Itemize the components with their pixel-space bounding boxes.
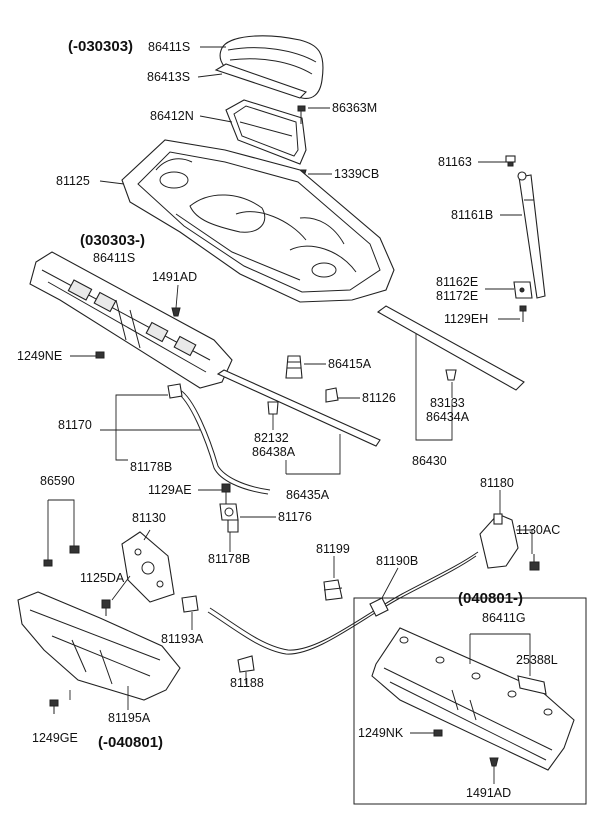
label-1249GE: 1249GE — [32, 731, 78, 745]
release-cable-81190B — [207, 551, 479, 655]
label-81162E: 81162E — [436, 275, 479, 289]
label-25388L: 25388L — [516, 653, 558, 667]
label-date-030303-pre: (-030303) — [68, 38, 134, 55]
bracket-81162E — [513, 281, 533, 299]
label-81199: 81199 — [316, 542, 350, 556]
label-81195A: 81195A — [108, 711, 151, 725]
bolt-1249GE — [49, 699, 59, 714]
bolt-1129EH — [519, 305, 527, 322]
latch-shroud-81195A — [17, 591, 181, 701]
clip-81188 — [237, 655, 255, 673]
label-86411S: 86411S — [148, 40, 191, 54]
label-date-040801-pre: (-040801) — [98, 734, 164, 751]
label-1491AD-b: 1491AD — [466, 786, 512, 800]
leader-81170 — [100, 394, 200, 461]
hood-lift-strut — [517, 171, 546, 299]
label-1129AE: 1129AE — [148, 483, 192, 497]
label-81190B: 81190B — [376, 554, 419, 568]
front-grille-panel-86411G — [371, 627, 575, 771]
scoop-frame — [225, 99, 307, 165]
label-81193A: 81193A — [161, 632, 204, 646]
label-1130AC: 1130AC — [516, 523, 561, 537]
bolts-86590 — [43, 499, 80, 567]
clip-1491AD — [171, 307, 181, 317]
clip-81193A — [181, 595, 199, 613]
label-81126: 81126 — [362, 391, 396, 405]
label-86411G: 86411G — [482, 611, 526, 625]
label-1249NK: 1249NK — [358, 726, 404, 740]
label-1491AD: 1491AD — [152, 270, 198, 284]
bumper-81126 — [325, 387, 339, 403]
bolt-86363M — [297, 105, 306, 124]
label-1125DA: 1125DA — [80, 571, 125, 585]
ball-stud-81163 — [505, 155, 516, 167]
label-81180: 81180 — [480, 476, 514, 490]
inset-frame — [353, 597, 587, 805]
label-86435A: 86435A — [286, 488, 330, 502]
label-81172E: 81172E — [436, 289, 479, 303]
hood-panel — [121, 139, 395, 303]
release-handle-81180 — [479, 513, 519, 569]
bolt-1125DA — [101, 599, 111, 616]
clip-82132 — [267, 401, 279, 415]
label-86412N: 86412N — [150, 109, 194, 123]
seal-strip-86430 — [376, 305, 525, 391]
label-81161B: 81161B — [451, 208, 494, 222]
label-81125: 81125 — [56, 174, 90, 188]
bolt-1130AC — [529, 554, 540, 571]
front-grille-panel — [29, 251, 233, 389]
grommet-81199 — [323, 579, 343, 601]
label-date-030303-post: (030303-) — [80, 232, 146, 249]
label-1129EH: 1129EH — [444, 312, 489, 326]
clip-83133 — [445, 369, 457, 381]
release-cable-81170 — [167, 383, 271, 495]
clip-1249NK — [433, 729, 443, 737]
label-86415A: 86415A — [328, 357, 372, 371]
label-86413S: 86413S — [147, 70, 191, 84]
label-1339CB: 1339CB — [334, 167, 380, 181]
hood-latch-81130 — [121, 531, 175, 603]
label-81176: 81176 — [278, 510, 312, 524]
label-83133: 83133 — [430, 396, 465, 410]
label-25388L — [517, 675, 547, 695]
clip-81176 — [219, 503, 239, 521]
clip-81178B — [227, 519, 239, 533]
label-86430: 86430 — [412, 454, 447, 468]
label-81130: 81130 — [132, 511, 166, 525]
label-81163: 81163 — [438, 155, 472, 169]
clip-1491AD-inset — [489, 757, 499, 767]
gasket-86413S — [214, 63, 308, 99]
label-86363M: 86363M — [332, 101, 378, 115]
label-81178B-b: 81178B — [208, 552, 251, 566]
seal-strip-86435A — [216, 369, 381, 447]
label-81188: 81188 — [230, 676, 264, 690]
label-81178B: 81178B — [130, 460, 173, 474]
label-86590: 86590 — [40, 474, 75, 488]
label-86434A: 86434A — [426, 410, 470, 424]
bolt-1129AE — [221, 483, 231, 504]
label-1249NE: 1249NE — [17, 349, 63, 363]
label-86438A: 86438A — [252, 445, 296, 459]
clip-1249NE — [95, 351, 105, 359]
label-date-040801-post: (040801-) — [458, 590, 524, 607]
bumper-86415A — [285, 355, 303, 379]
label-81170: 81170 — [58, 418, 92, 432]
label-86411S-b: 86411S — [93, 251, 136, 265]
label-82132: 82132 — [254, 431, 289, 445]
leader-lines — [69, 46, 533, 784]
